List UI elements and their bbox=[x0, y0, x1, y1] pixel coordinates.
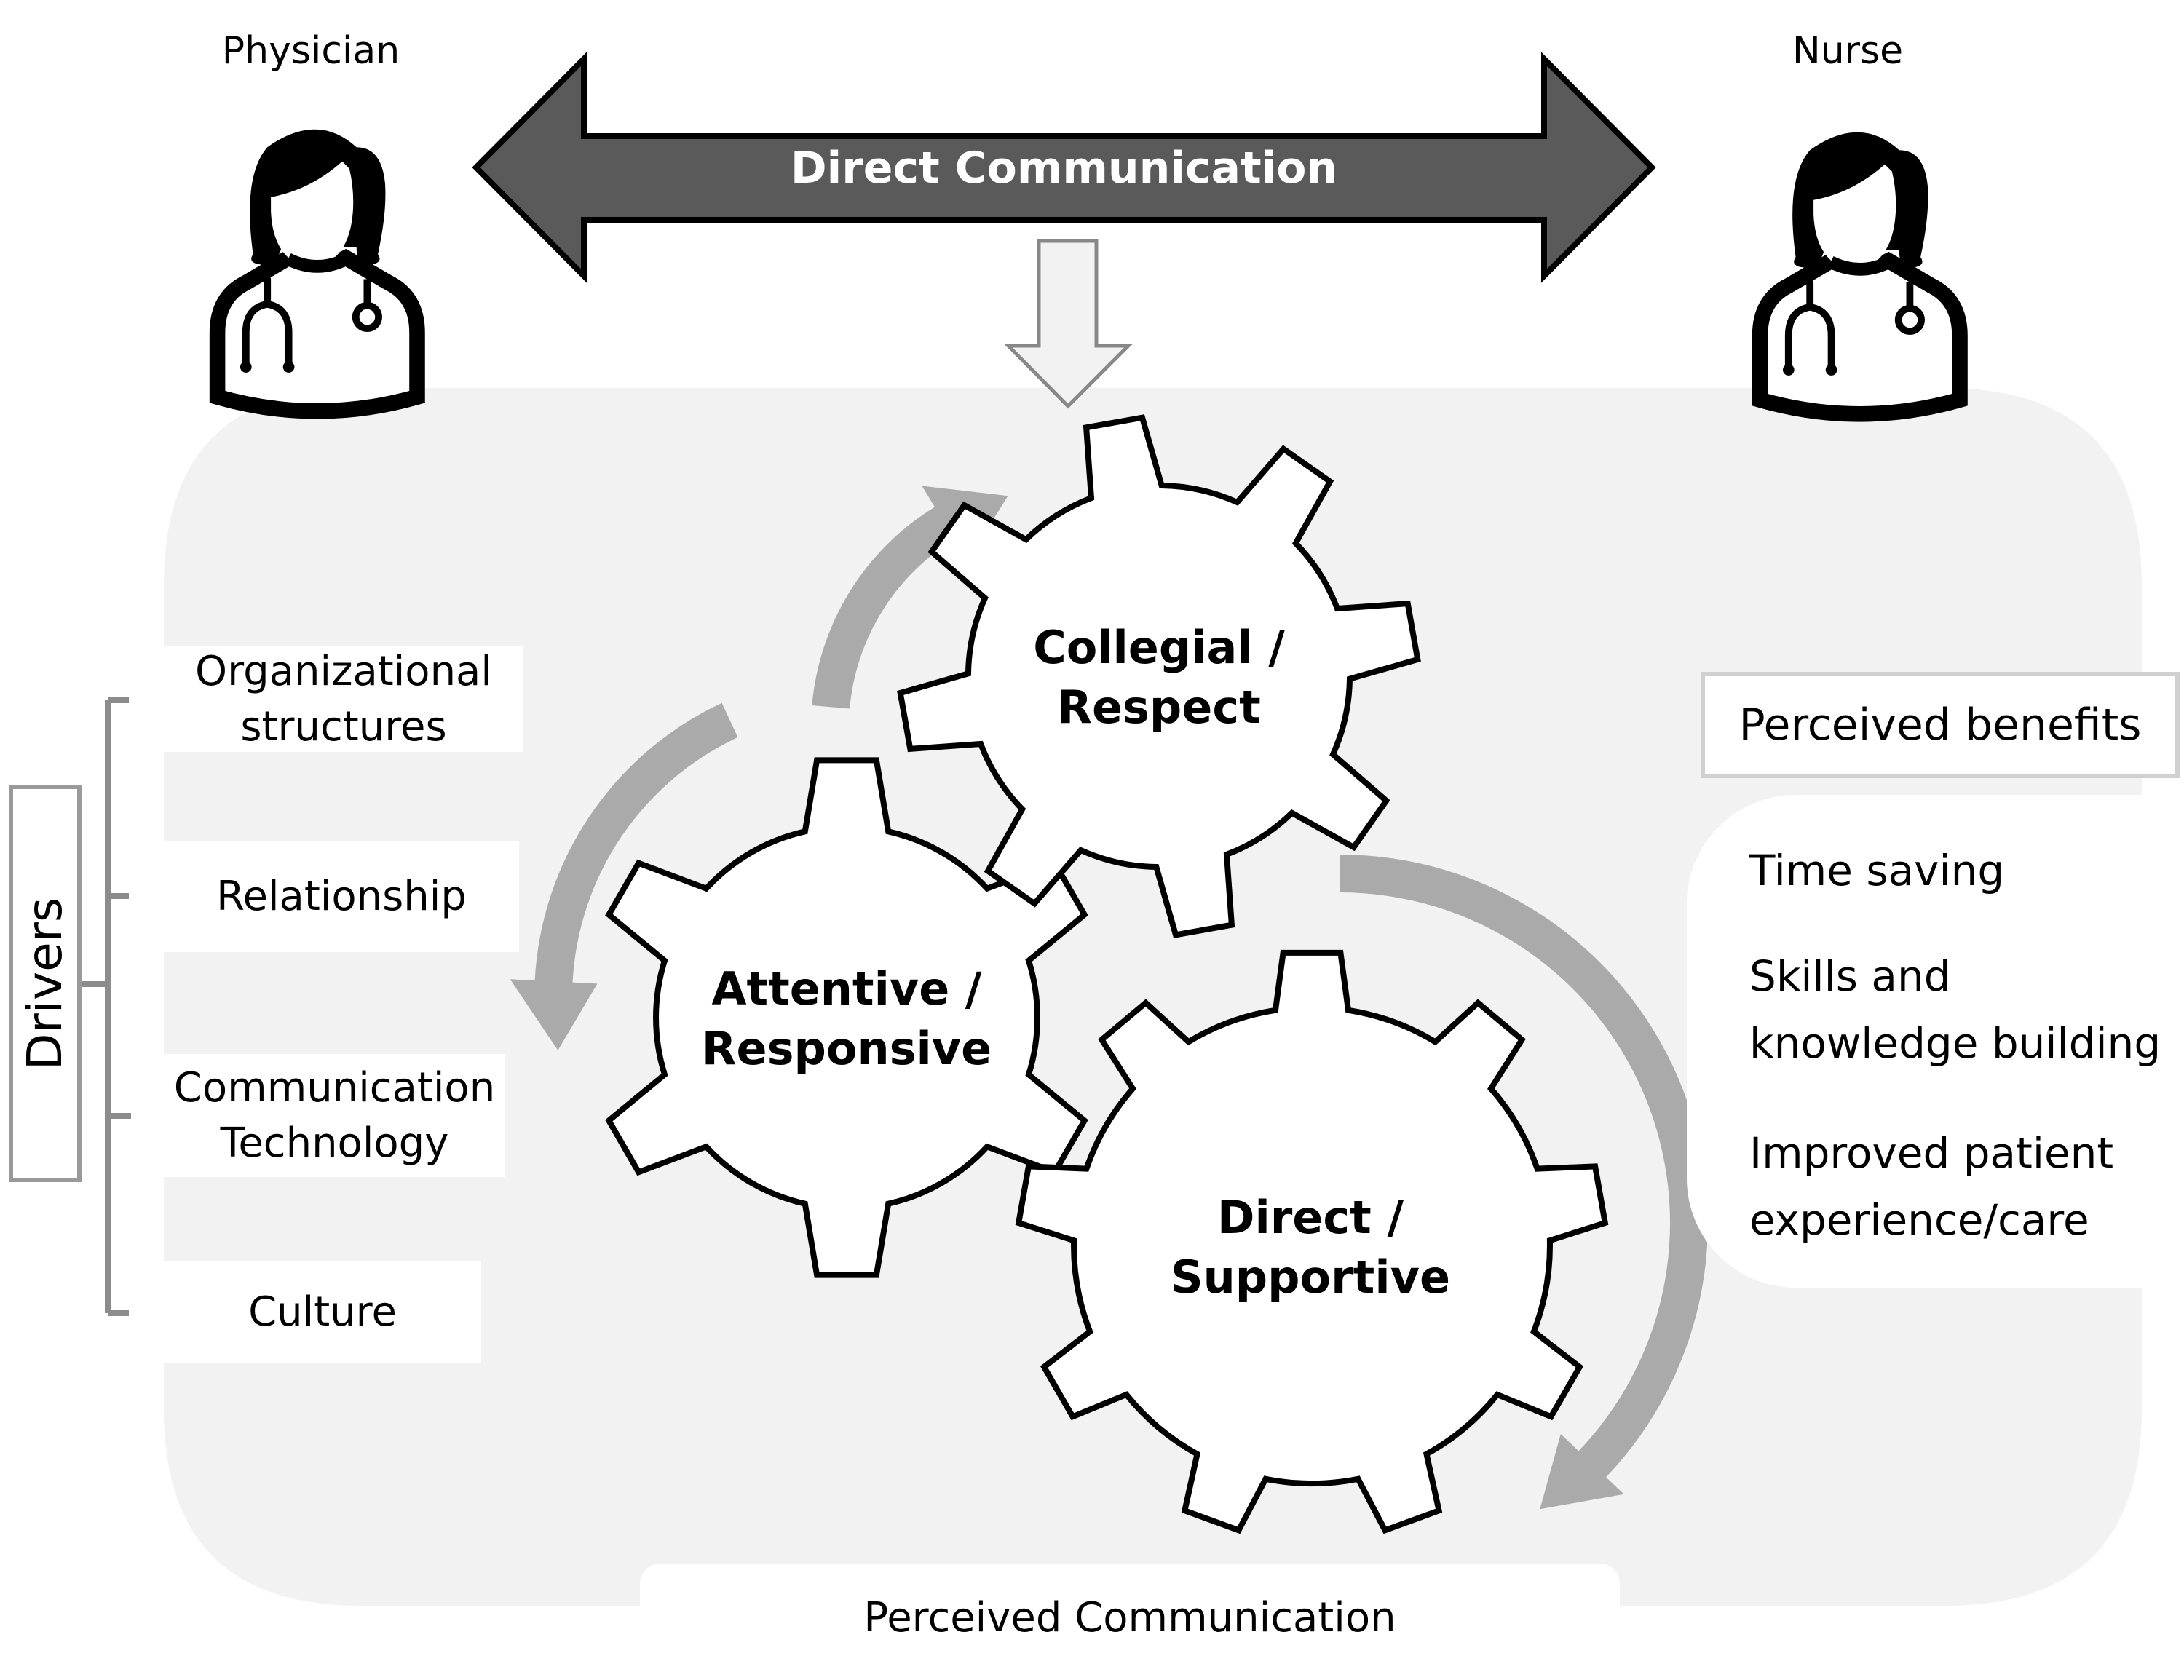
driver-organizational-structures: Organizational structures bbox=[164, 646, 523, 752]
direct-communication-arrow bbox=[472, 52, 1656, 283]
stethoscope-icon bbox=[242, 275, 293, 369]
driver-line: Culture bbox=[248, 1288, 397, 1336]
physician-icon bbox=[209, 129, 425, 419]
gear-label-line: Responsive bbox=[701, 1022, 992, 1075]
benefit-line: Improved patient bbox=[1749, 1128, 2114, 1178]
gear-direct-supportive bbox=[1015, 949, 1609, 1534]
benefit-item: Skills and knowledge building bbox=[1749, 943, 2161, 1077]
physician-label: Physician bbox=[221, 29, 400, 73]
gear-label-line: Attentive / bbox=[711, 962, 982, 1015]
benefit-item: Time saving bbox=[1749, 837, 2004, 904]
gear-label-line: Collegial / bbox=[1033, 621, 1285, 674]
perceived-benefits-title: Perceived benefits bbox=[1701, 672, 2180, 778]
nurse-label: Nurse bbox=[1792, 29, 1904, 73]
driver-culture: Culture bbox=[164, 1261, 481, 1363]
driver-line: Communication bbox=[173, 1063, 496, 1112]
drivers-bracket bbox=[82, 697, 131, 1316]
perceived-communication-panel bbox=[164, 388, 2142, 1606]
driver-relationship: Relationship bbox=[164, 841, 519, 952]
driver-line: Technology bbox=[220, 1119, 449, 1167]
driver-line: structures bbox=[240, 702, 447, 750]
benefits-panel bbox=[1687, 795, 2142, 1288]
face-shape bbox=[1813, 164, 1896, 272]
cycle-arrow-left-icon bbox=[510, 702, 738, 1050]
benefit-line: experience/care bbox=[1749, 1195, 2089, 1245]
gear-collegial-respect-label: Collegial / Respect bbox=[970, 618, 1348, 737]
down-arrow-icon bbox=[1004, 239, 1133, 409]
benefit-line: Time saving bbox=[1749, 846, 2005, 895]
driver-line: Organizational bbox=[195, 647, 492, 695]
drivers-title-box: Drivers bbox=[9, 785, 82, 1182]
gear-collegial-respect bbox=[897, 414, 1421, 938]
perceived-communication-tab bbox=[640, 1564, 1620, 1680]
benefit-line: knowledge building bbox=[1749, 1018, 2161, 1068]
direct-communication-label: Direct Communication bbox=[790, 143, 1338, 194]
perceived-benefits-title-text: Perceived benefits bbox=[1738, 700, 2142, 750]
driver-line: Relationship bbox=[216, 873, 467, 920]
gear-attentive-responsive-label: Attentive / Responsive bbox=[657, 959, 1036, 1079]
nurse-icon bbox=[1752, 132, 1968, 422]
gear-label-line: Respect bbox=[1057, 681, 1261, 734]
benefit-line: Skills and bbox=[1749, 951, 1951, 1001]
gear-label-line: Direct / bbox=[1217, 1191, 1404, 1244]
stethoscope-icon bbox=[1784, 278, 1835, 372]
gear-direct-supportive-label: Direct / Supportive bbox=[1121, 1188, 1500, 1307]
drivers-title: Drivers bbox=[17, 897, 74, 1070]
perceived-communication-label: Perceived Communication bbox=[863, 1594, 1396, 1641]
gear-attentive-responsive bbox=[605, 757, 1088, 1278]
gear-label-line: Supportive bbox=[1170, 1251, 1451, 1304]
face-shape bbox=[271, 161, 354, 269]
cycle-arrow-right-icon bbox=[1340, 855, 1708, 1510]
benefit-item: Improved patient experience/care bbox=[1749, 1120, 2113, 1253]
